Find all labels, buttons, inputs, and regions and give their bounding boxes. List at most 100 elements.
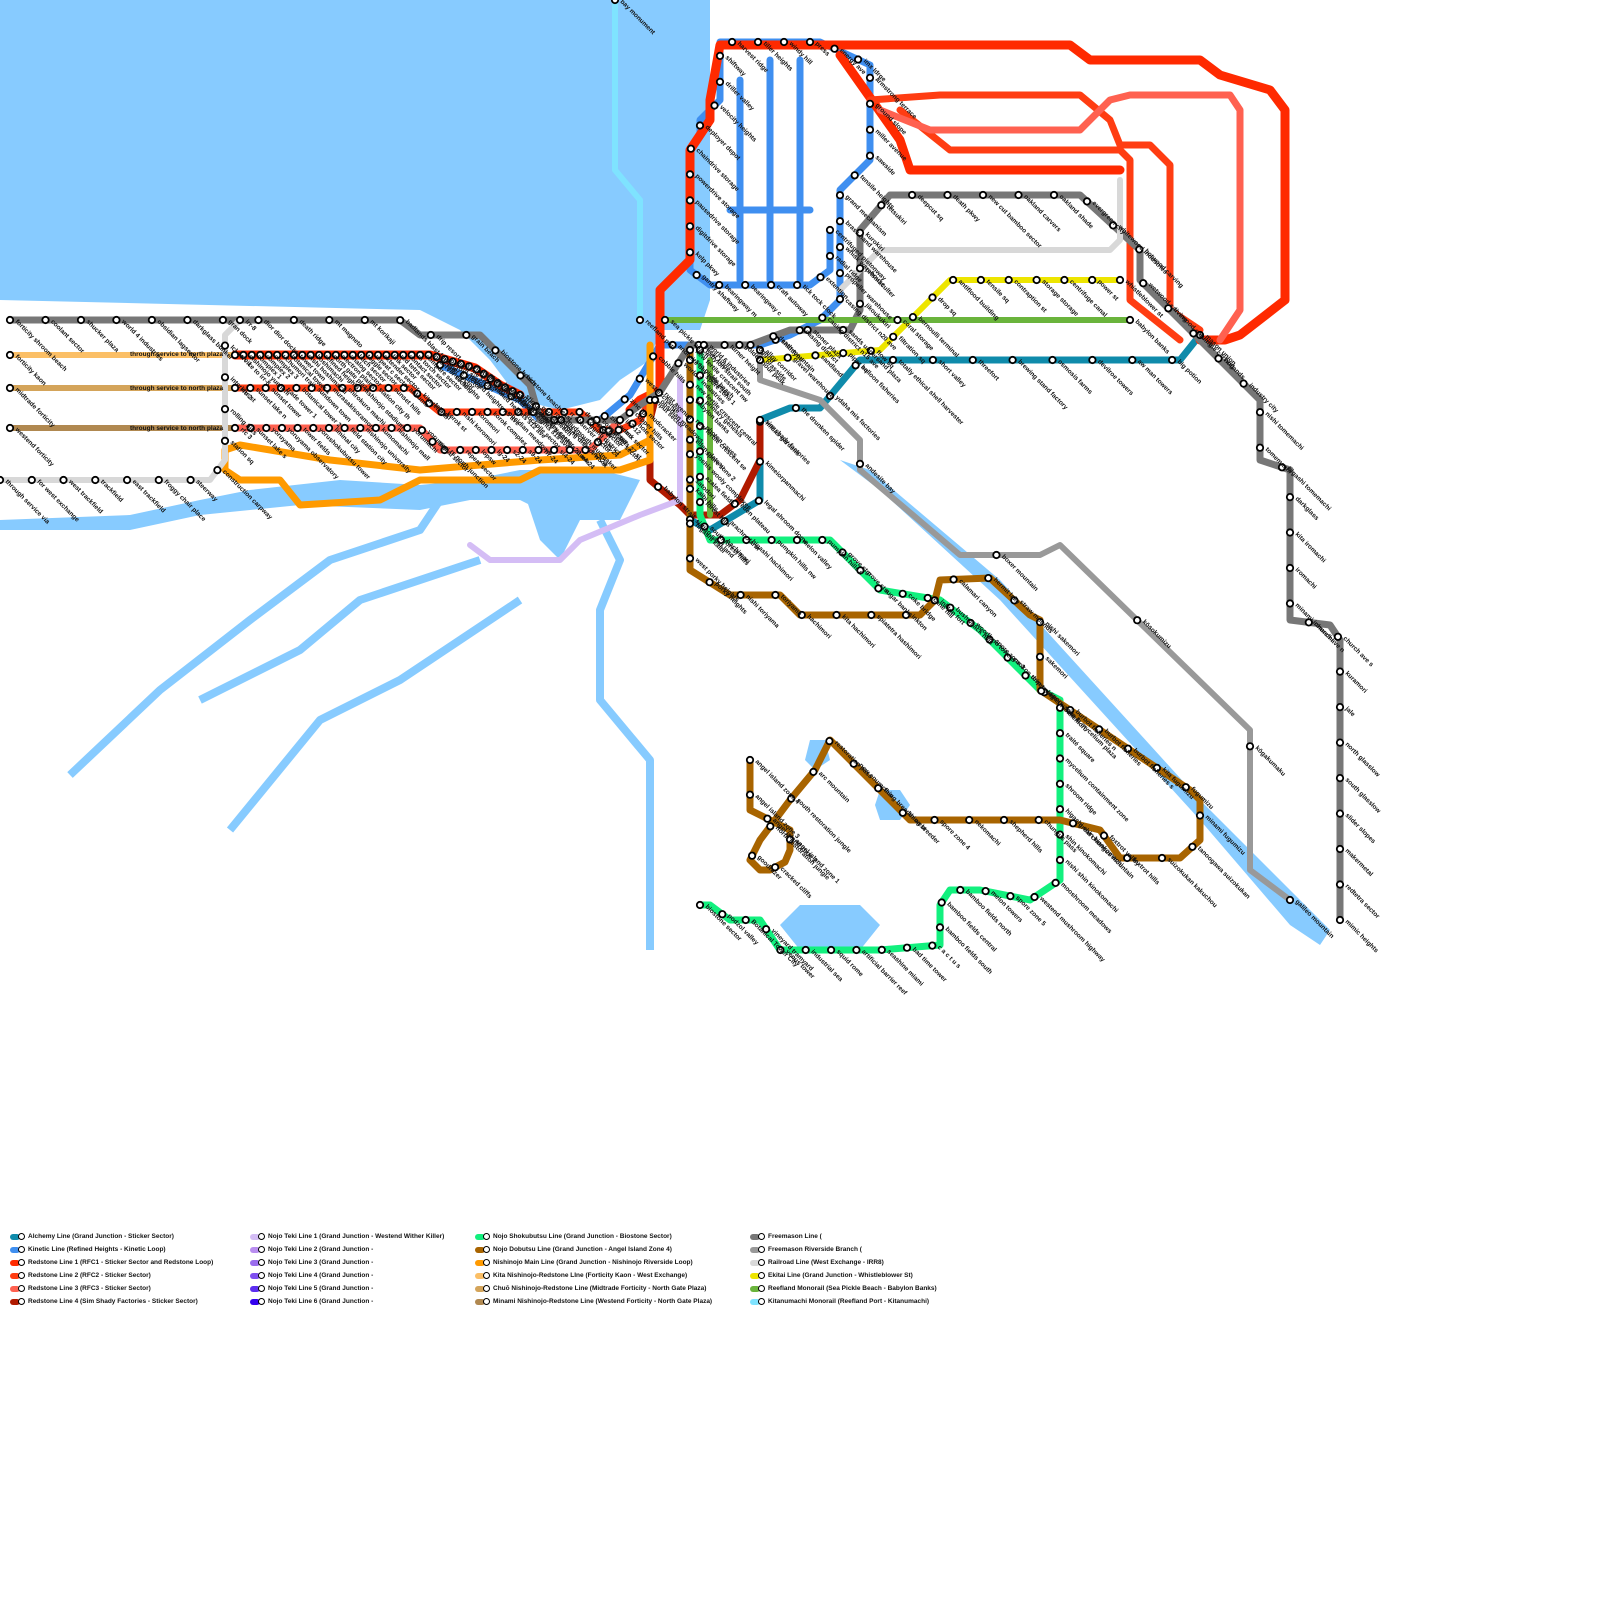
station-marker[interactable] [154,475,163,485]
station-marker[interactable] [593,437,603,447]
station-marker[interactable] [472,365,481,374]
station-marker[interactable] [816,273,825,282]
station-marker[interactable] [1157,853,1167,863]
station-marker[interactable] [515,390,525,400]
station-marker[interactable] [576,415,585,425]
station-marker[interactable] [298,350,307,360]
station-marker[interactable] [695,396,705,405]
station-marker[interactable] [254,315,263,325]
station-marker[interactable] [1055,805,1065,814]
station-marker[interactable] [1335,880,1345,889]
station-marker[interactable] [276,383,286,393]
station-marker[interactable] [695,497,705,507]
station-marker[interactable] [867,610,876,620]
station-marker[interactable] [1181,783,1190,792]
station-marker[interactable] [387,423,396,433]
station-marker[interactable] [502,445,512,455]
station-marker[interactable] [41,315,50,325]
station-marker[interactable] [685,196,695,205]
station-marker[interactable] [614,425,623,435]
station-marker[interactable] [865,73,875,82]
station-marker[interactable] [426,330,435,340]
station-marker[interactable] [715,77,725,87]
station-marker[interactable] [218,315,227,325]
station-marker[interactable] [76,315,86,325]
station-marker[interactable] [928,293,937,302]
station-marker[interactable] [230,350,240,360]
station-marker[interactable] [471,445,480,455]
station-marker[interactable] [1055,703,1065,712]
station-marker[interactable] [968,355,977,365]
station-marker[interactable] [685,475,695,484]
station-marker[interactable] [448,357,457,366]
station-marker[interactable] [340,350,349,360]
station-marker[interactable] [877,201,886,210]
station-marker[interactable] [1335,844,1345,854]
station-marker[interactable] [981,886,990,896]
station-marker[interactable] [531,402,541,411]
station-marker[interactable] [874,584,883,593]
station-marker[interactable] [692,270,701,280]
station-marker[interactable] [357,350,366,360]
station-marker[interactable] [314,350,324,360]
station-marker[interactable] [1335,667,1345,676]
station-marker[interactable] [766,822,775,831]
station-marker[interactable] [685,395,695,404]
station-marker[interactable] [292,383,301,393]
station-marker[interactable] [220,373,230,382]
station-marker[interactable] [930,815,939,825]
station-marker[interactable] [1082,197,1092,206]
station-marker[interactable] [984,573,993,583]
station-marker[interactable] [493,379,502,388]
station-marker[interactable] [565,445,574,455]
station-marker[interactable] [432,352,441,361]
station-marker[interactable] [801,945,810,955]
station-marker[interactable] [736,590,745,600]
station-marker[interactable] [949,575,958,584]
station-marker[interactable] [500,383,510,392]
station-marker[interactable] [685,450,695,459]
station-marker[interactable] [147,315,156,325]
station-marker[interactable] [825,251,835,261]
station-marker[interactable] [746,340,755,350]
station-marker[interactable] [556,415,566,425]
station-marker[interactable] [1189,329,1198,338]
station-marker[interactable] [818,535,827,545]
station-marker[interactable] [338,383,347,393]
station-marker[interactable] [805,37,815,47]
station-marker[interactable] [1115,275,1125,285]
station-marker[interactable] [755,355,765,365]
station-marker[interactable] [901,610,911,620]
station-marker[interactable] [1099,831,1109,840]
station-marker[interactable] [262,423,271,433]
station-marker[interactable] [818,313,827,322]
station-marker[interactable] [373,350,383,360]
station-marker[interactable] [1014,190,1023,200]
station-marker[interactable] [720,340,729,350]
station-marker[interactable] [1008,355,1017,365]
station-marker[interactable] [456,359,465,368]
station-marker[interactable] [776,945,785,955]
station-marker[interactable] [851,361,860,370]
station-marker[interactable] [620,395,629,404]
station-marker[interactable] [720,517,729,526]
station-marker[interactable] [718,910,727,919]
station-marker[interactable] [797,610,806,620]
station-marker[interactable] [272,350,282,360]
station-marker[interactable] [592,415,601,425]
station-marker[interactable] [1055,754,1065,763]
station-marker[interactable] [695,121,705,130]
station-marker[interactable] [467,407,477,417]
station-marker[interactable] [235,315,245,325]
station-marker[interactable] [835,191,845,200]
station-marker[interactable] [486,374,495,383]
station-marker[interactable] [985,635,994,644]
station-marker[interactable] [452,407,461,417]
station-marker[interactable] [753,37,763,47]
station-marker[interactable] [685,222,695,231]
station-marker[interactable] [604,426,614,436]
station-marker[interactable] [935,923,945,932]
station-marker[interactable] [220,341,230,350]
station-marker[interactable] [943,190,952,200]
station-marker[interactable] [1214,354,1223,363]
